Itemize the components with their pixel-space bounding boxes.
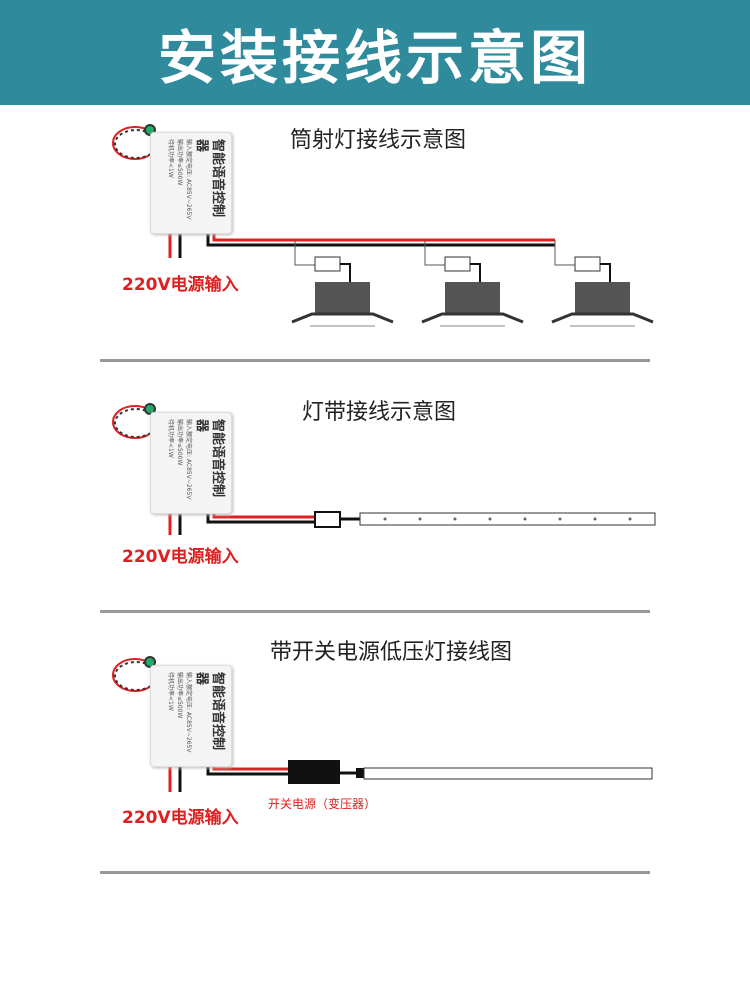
led-strip (359, 512, 656, 526)
section-title: 带开关电源低压灯接线图 (270, 640, 513, 665)
page-title: 安装接线示意图 (157, 23, 592, 92)
divider (100, 610, 650, 613)
input-label: 220V电源输入 (122, 275, 239, 295)
section-title: 灯带接线示意图 (302, 400, 457, 425)
header-banner: 安装接线示意图 (0, 0, 750, 105)
divider (100, 871, 650, 874)
switching-power-supply (288, 760, 340, 784)
input-label: 220V电源输入 (122, 808, 239, 828)
section-title: 筒射灯接线示意图 (290, 128, 467, 153)
low-voltage-strip (363, 767, 653, 780)
downlights (291, 240, 654, 327)
divider (100, 359, 650, 362)
input-label: 220V电源输入 (122, 547, 239, 567)
psu-label: 开关电源（变压器） (268, 797, 377, 811)
strip-connector (314, 511, 341, 528)
